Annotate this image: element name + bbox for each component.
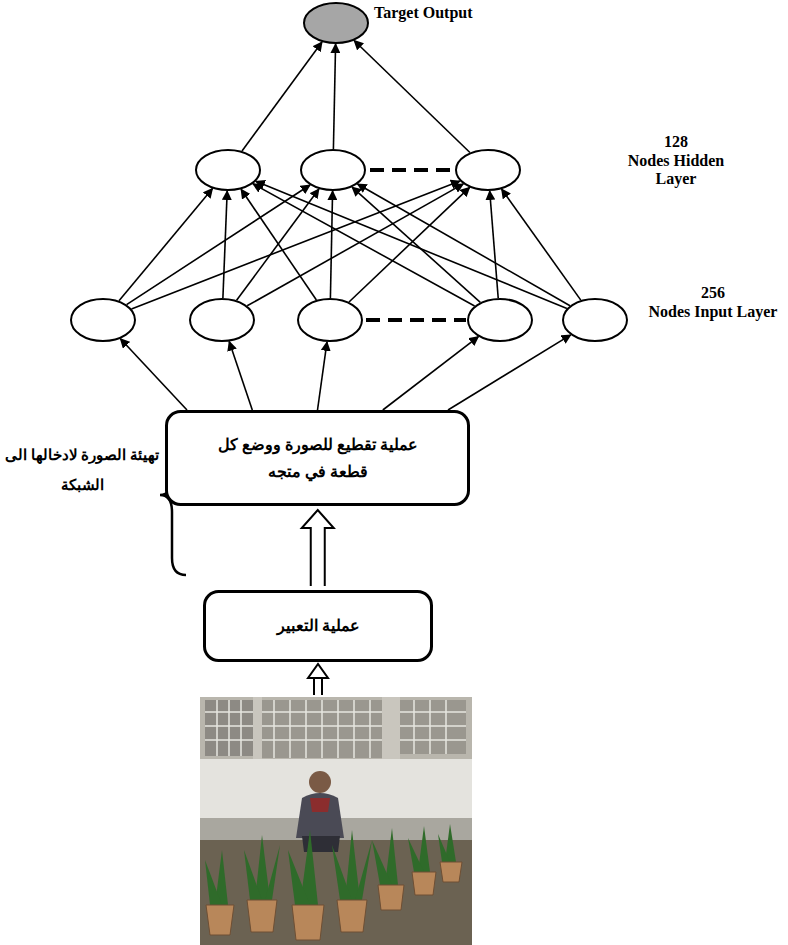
connector-arrow <box>253 184 475 306</box>
photo <box>200 697 472 945</box>
connector-arrow <box>318 342 328 410</box>
layer-label: Nodes Input Layer <box>648 303 778 321</box>
neuron-node <box>467 298 533 342</box>
layer-label: 256 <box>653 284 773 302</box>
shape-outline <box>196 150 260 190</box>
neuron-node: Target Output <box>303 2 369 44</box>
shape-outline <box>563 299 627 341</box>
connector-arrow <box>242 42 322 151</box>
neuron-ellipse <box>189 298 255 342</box>
bracket-note: تهيئة الصورة لادخالها الى الشبكة <box>4 440 160 500</box>
neuron-node <box>297 298 363 342</box>
neuron-ellipse <box>303 2 369 44</box>
neuron-ellipse <box>467 298 533 342</box>
connector-arrow <box>241 189 316 300</box>
shape-outline <box>468 299 532 341</box>
connector-arrow <box>358 184 571 306</box>
neuron-ellipse <box>297 298 363 342</box>
neuron-node <box>189 298 255 342</box>
shape-outline <box>456 150 520 190</box>
box-text: عملية التعبير <box>223 612 413 639</box>
shape-outline <box>298 299 362 341</box>
neuron-ellipse <box>562 298 628 342</box>
box-text: عملية تقطيع للصورة ووضع كل قطعة في متجه <box>199 431 436 485</box>
process-box-outline <box>165 410 470 506</box>
neuron-node <box>195 149 261 191</box>
neuron-node <box>562 298 628 342</box>
shape-outline <box>190 299 254 341</box>
connector-arrow <box>354 41 470 153</box>
neuron-node <box>70 298 136 342</box>
connector-arrow <box>223 191 227 298</box>
neuron-node <box>455 149 521 191</box>
connector-arrow <box>256 181 567 308</box>
connector-arrow <box>352 187 480 302</box>
shape-outline <box>167 412 469 505</box>
shape-outline <box>205 592 432 661</box>
connector-arrow <box>229 342 252 411</box>
layer-dash <box>370 168 454 172</box>
connector-arrow <box>119 189 213 301</box>
shape-outline <box>71 299 135 341</box>
neuron-ellipse <box>455 149 521 191</box>
connector-arrow <box>490 191 499 298</box>
shape-outline <box>301 150 365 190</box>
connector-arrow <box>330 191 332 298</box>
connector-arrow <box>237 189 319 300</box>
connector-arrow <box>302 510 334 586</box>
connector-arrow <box>120 339 187 410</box>
shape-outline <box>304 3 368 43</box>
process-box: عملية تقطيع للصورة ووضع كل قطعة في متجه <box>165 410 470 506</box>
connector-arrow <box>502 189 581 300</box>
layer-label: 128 <box>601 133 751 151</box>
layer-label: Nodes Hidden Layer <box>606 152 746 189</box>
connector-arrow <box>333 44 335 149</box>
neuron-ellipse <box>300 149 366 191</box>
neuron-ellipse <box>70 298 136 342</box>
process-box: عملية التعبير <box>203 590 433 662</box>
input-arrow <box>308 664 328 695</box>
output-label: Target Output <box>372 4 475 22</box>
neuron-node <box>300 149 366 191</box>
connector-arrow <box>448 335 571 410</box>
layer-dash <box>366 318 466 322</box>
connector-arrow <box>383 337 479 410</box>
neuron-ellipse <box>195 149 261 191</box>
